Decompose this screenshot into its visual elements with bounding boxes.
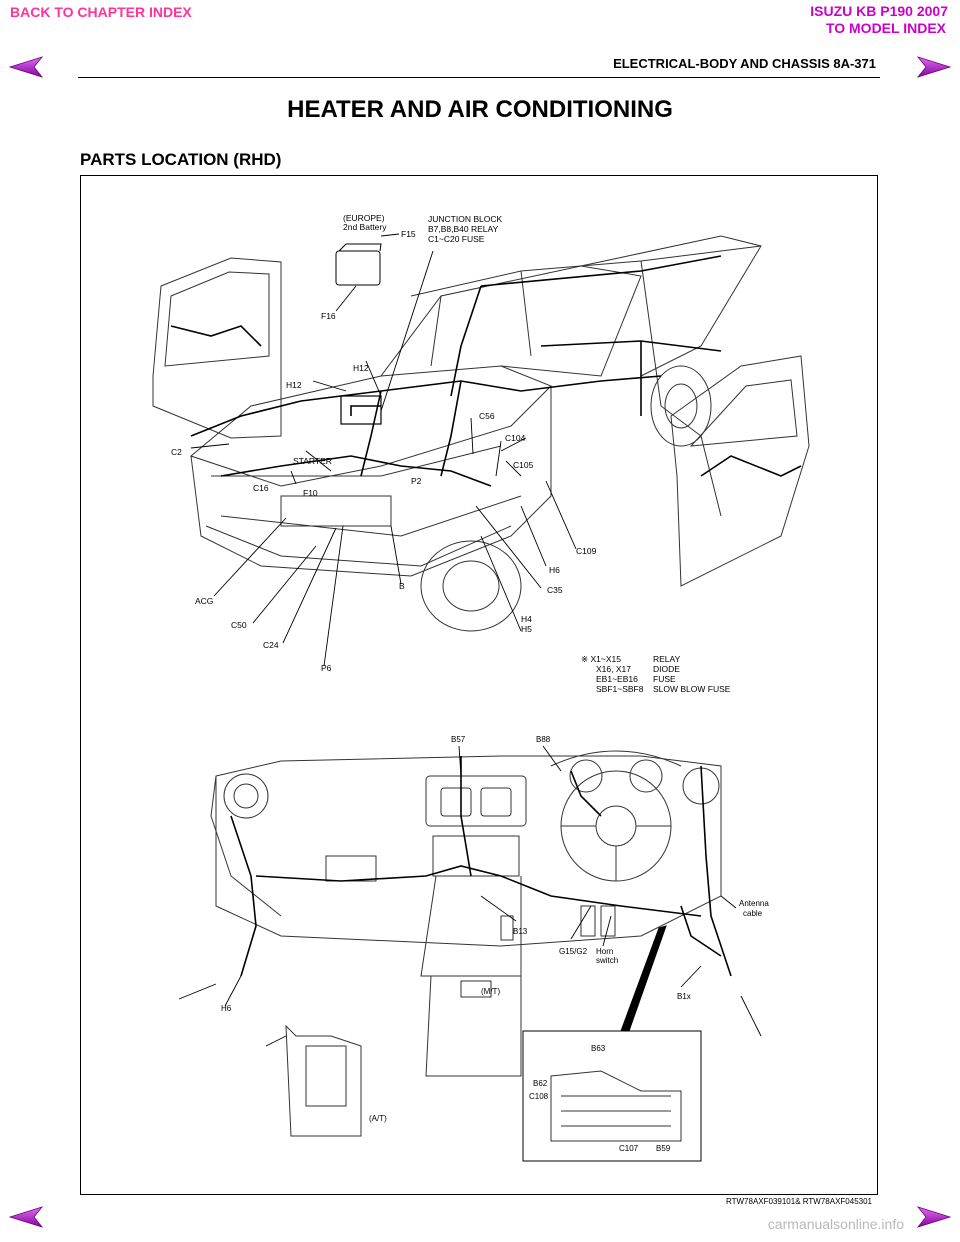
label-c109: C109 (576, 546, 597, 556)
label-dash-h6: H6 (221, 1004, 232, 1013)
label-junction-block: JUNCTION BLOCK (428, 214, 502, 224)
wiring-harness (170, 255, 802, 487)
back-to-chapter-index-link[interactable]: BACK TO CHAPTER INDEX (10, 4, 192, 20)
next-page-arrow-icon[interactable] (916, 1206, 952, 1228)
label-p6: P6 (321, 663, 332, 673)
label-europe: (EUROPE) (343, 213, 385, 223)
model-title-link[interactable]: ISUZU KB P190 2007 (810, 3, 948, 19)
label-c24: C24 (263, 640, 279, 650)
relay-legend: ※ X1~X15 RELAY X16, X17 DIODE EB1~EB16 F… (581, 654, 731, 694)
label-f15: F15 (401, 229, 416, 239)
label-horn: Horn (596, 947, 613, 956)
figure-reference: RTW78AXF039101& RTW78AXF045301 (725, 1197, 872, 1206)
legend-code-1: ※ X1~X15 (581, 654, 621, 664)
label-c35: C35 (547, 585, 563, 595)
label-b62: B62 (533, 1079, 548, 1088)
section-title: PARTS LOCATION (RHD) (80, 150, 282, 169)
label-c104: C104 (505, 433, 526, 443)
inset-pointer (620, 925, 667, 1032)
page-title: HEATER AND AIR CONDITIONING (287, 96, 673, 123)
legend-code-3: EB1~EB16 (596, 674, 638, 684)
label-h4: H4 (521, 614, 532, 624)
label-mt: (M/T) (481, 987, 500, 996)
header-divider (78, 77, 880, 78)
label-h5: H5 (521, 624, 532, 634)
label-b: B (399, 581, 405, 591)
dashboard-harness (230, 756, 732, 977)
previous-page-arrow-icon[interactable] (8, 1206, 44, 1228)
label-fuse: C1~C20 FUSE (428, 234, 485, 244)
label-b57: B57 (451, 735, 466, 744)
leader-lines (190, 233, 577, 667)
label-switch: switch (596, 956, 618, 965)
label-h12-upper: H12 (353, 363, 369, 373)
legend-code-2: X16, X17 (596, 664, 631, 674)
label-antenna: Antenna (739, 899, 769, 908)
label-b13: B13 (513, 927, 528, 936)
label-h6: H6 (549, 565, 560, 575)
parts-location-figure: (EUROPE) 2nd Battery F15 JUNCTION BLOCK … (80, 175, 878, 1195)
label-b1x: B1x (677, 992, 691, 1001)
label-b59: B59 (656, 1144, 671, 1153)
label-f10: F10 (303, 488, 318, 498)
to-model-index-link[interactable]: TO MODEL INDEX (825, 20, 946, 36)
legend-desc-2: DIODE (653, 664, 680, 674)
dashboard-leader-lines (178, 745, 762, 1047)
label-g15-g2: G15/G2 (559, 947, 588, 956)
dashboard-outline (210, 750, 722, 1162)
vehicle-outline (152, 235, 810, 632)
label-relay: B7,B8,B40 RELAY (428, 224, 499, 234)
label-p2: P2 (411, 476, 422, 486)
legend-code-4: SBF1~SBF8 (596, 684, 644, 694)
label-b88: B88 (536, 735, 551, 744)
page-header: ELECTRICAL-BODY AND CHASSIS 8A-371 (613, 56, 876, 71)
label-c56: C56 (479, 411, 495, 421)
label-c108: C108 (529, 1092, 549, 1101)
label-2nd-battery: 2nd Battery (343, 222, 387, 232)
legend-desc-3: FUSE (653, 674, 676, 684)
label-f16: F16 (321, 311, 336, 321)
label-c105: C105 (513, 460, 534, 470)
next-page-arrow-icon[interactable] (916, 56, 952, 78)
wiring-diagram: (EUROPE) 2nd Battery F15 JUNCTION BLOCK … (152, 213, 810, 1162)
label-c2: C2 (171, 447, 182, 457)
label-cable: cable (743, 909, 763, 918)
legend-desc-1: RELAY (653, 654, 681, 664)
label-b63: B63 (591, 1044, 606, 1053)
label-c16: C16 (253, 483, 269, 493)
label-c50: C50 (231, 620, 247, 630)
second-battery (335, 243, 382, 286)
label-h12-lower: H12 (286, 380, 302, 390)
label-at: (A/T) (369, 1114, 387, 1123)
label-starter: STARTER (293, 456, 332, 466)
legend-desc-4: SLOW BLOW FUSE (653, 684, 731, 694)
watermark: carmanualsonline.info (767, 1216, 904, 1232)
label-acg: ACG (195, 596, 213, 606)
previous-page-arrow-icon[interactable] (8, 56, 44, 78)
label-c107: C107 (619, 1144, 639, 1153)
